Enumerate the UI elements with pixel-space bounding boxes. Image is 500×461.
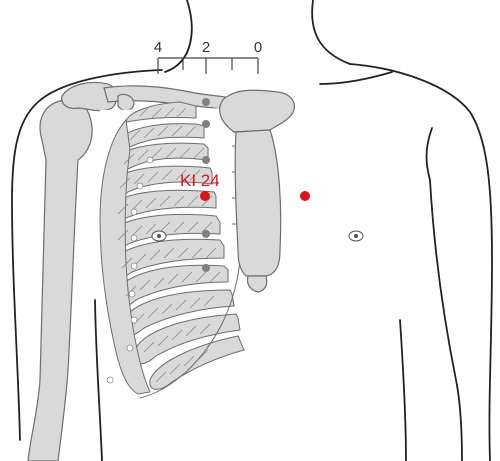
scale-label-0: 0 — [254, 39, 262, 56]
acupoint-secondary — [300, 191, 310, 201]
scale-labels: 4 2 0 — [154, 39, 262, 56]
humerus-bone — [28, 100, 92, 461]
rib-cage — [98, 102, 244, 398]
bone-marker — [202, 156, 210, 164]
bone-marker — [202, 230, 210, 238]
acupoint-ki24 — [200, 191, 210, 201]
bone-marker — [202, 120, 210, 128]
measurement-scale — [158, 58, 258, 74]
scale-label-2: 2 — [202, 39, 210, 56]
bone-marker — [202, 98, 210, 106]
acupoint-label: KI 24 — [180, 171, 220, 190]
scale-label-4: 4 — [154, 39, 162, 56]
bone-marker — [202, 264, 210, 272]
